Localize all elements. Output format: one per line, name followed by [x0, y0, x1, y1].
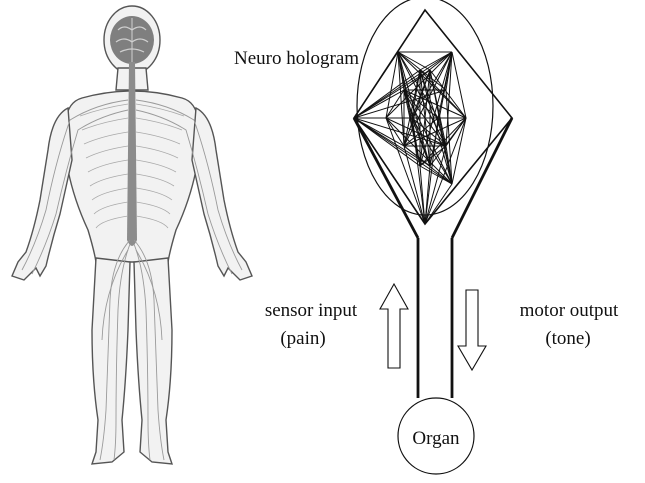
mesh-edge: [354, 52, 398, 118]
sensor-pain-label: (pain): [280, 328, 325, 349]
up-arrow-icon: [380, 284, 408, 368]
neuro-hologram-diagram: Organ Neuro hologram sensor input (pain)…: [234, 0, 619, 474]
down-arrow-icon: [458, 290, 486, 370]
neural-network-mesh-icon: [354, 52, 466, 224]
hologram-label: Neuro hologram: [234, 48, 359, 69]
motor-output-label: motor output: [520, 300, 619, 321]
human-figure-icon: [12, 6, 252, 464]
sensor-input-label: sensor input: [265, 300, 358, 321]
motor-tone-label: (tone): [545, 328, 590, 349]
mesh-edge: [404, 90, 452, 184]
brain-icon: [110, 16, 154, 64]
organ-label: Organ: [412, 428, 460, 449]
